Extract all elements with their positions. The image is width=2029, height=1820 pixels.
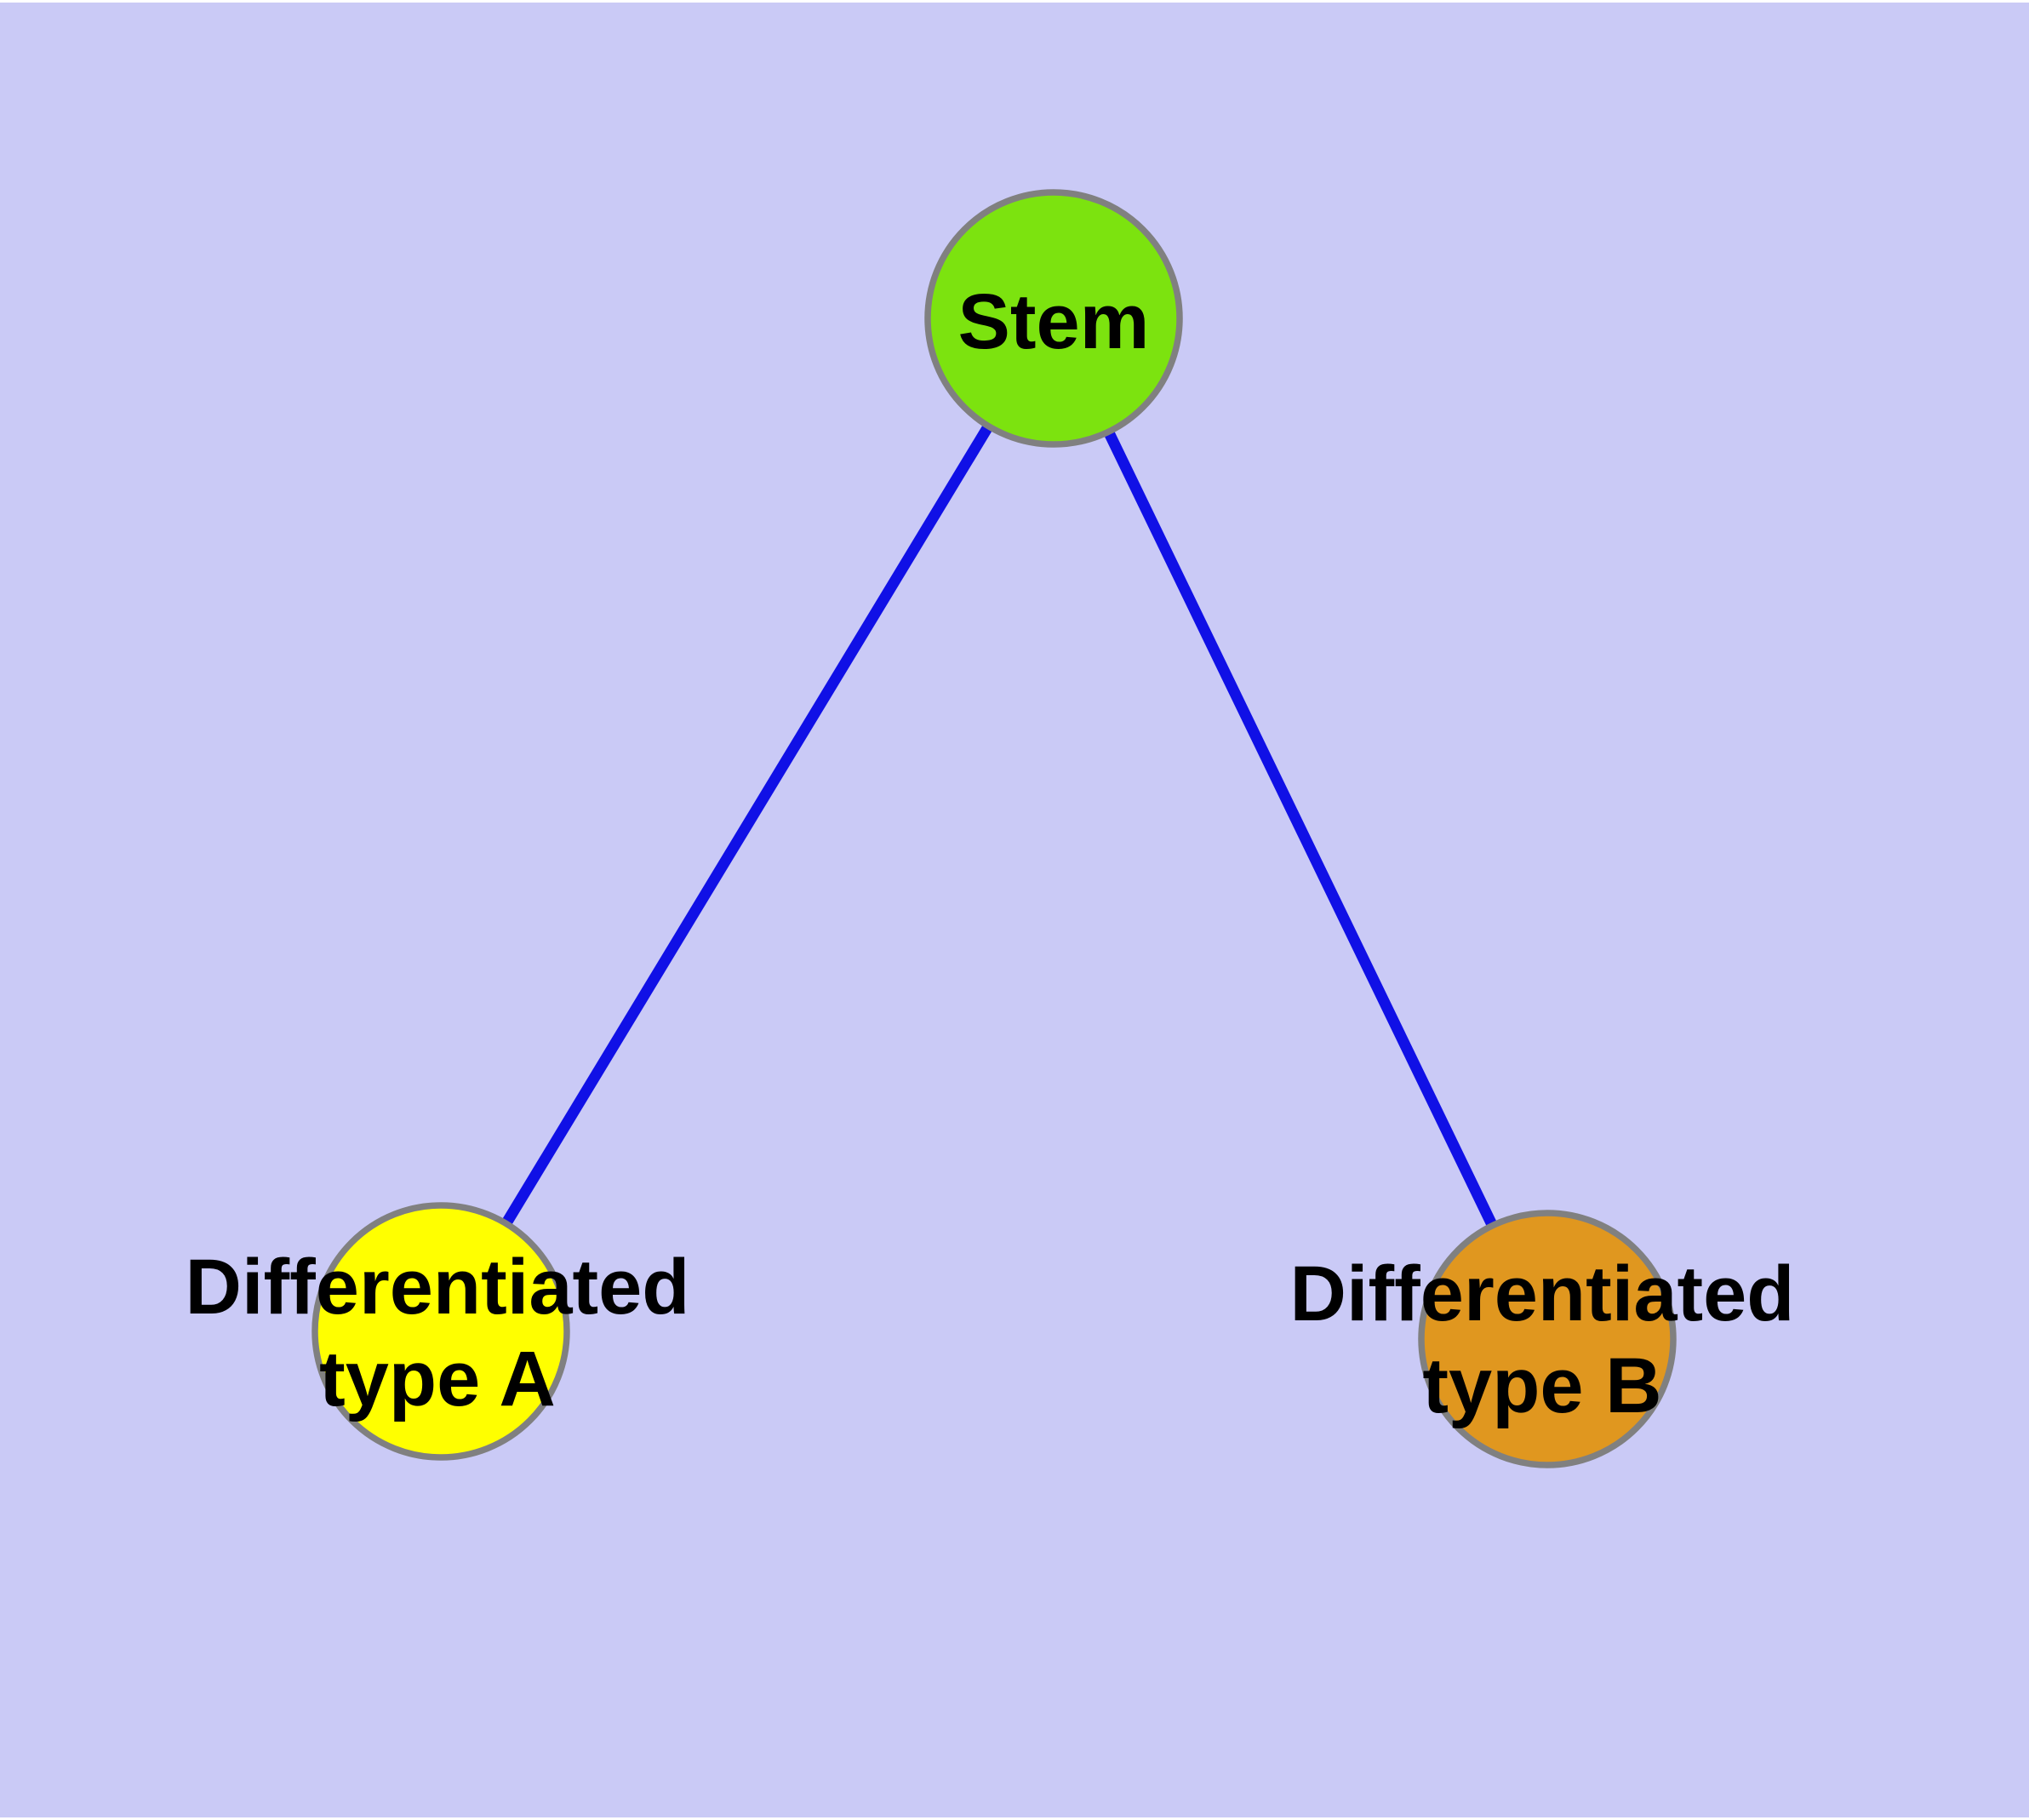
edge-stem-to-type-a <box>436 315 1059 1335</box>
edge-stem-to-type-b <box>1049 316 1552 1342</box>
node-differentiated-type-b <box>1418 1210 1677 1468</box>
node-stem <box>924 189 1183 448</box>
node-differentiated-type-a <box>311 1202 570 1461</box>
